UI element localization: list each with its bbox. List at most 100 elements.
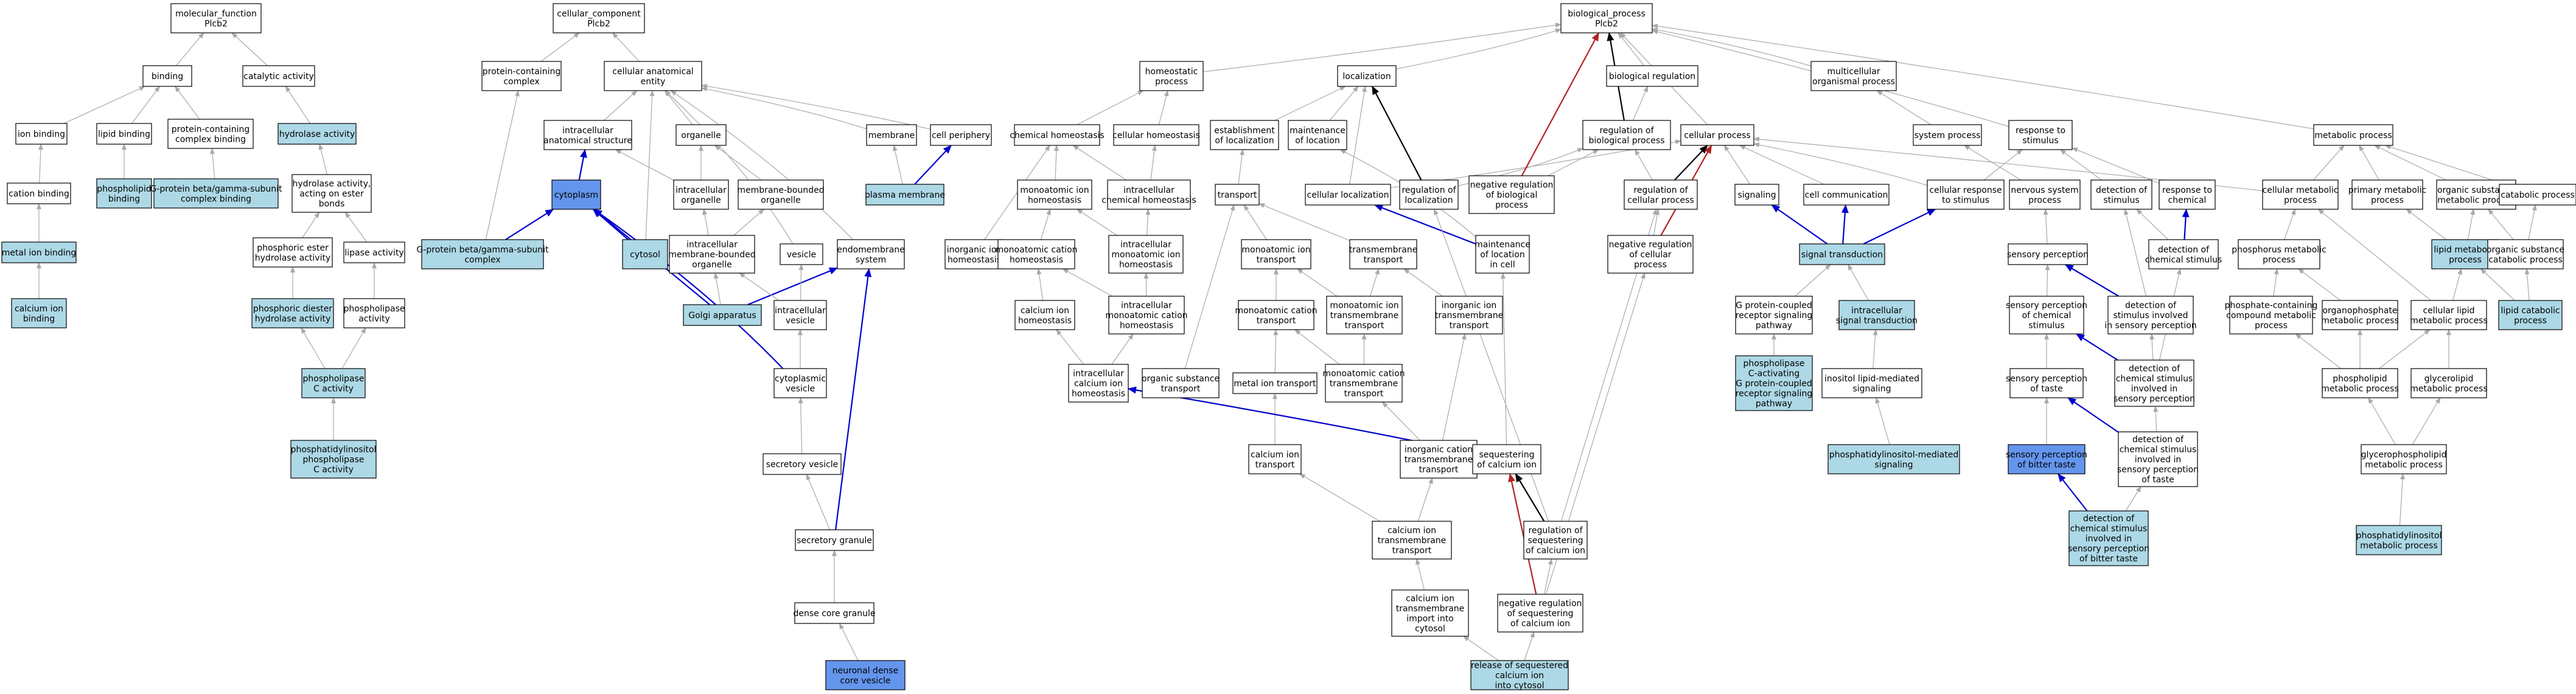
node-cellcomm[interactable]: cell communication [1803,184,1890,206]
node-chemhomeo[interactable]: chemical homeostasis [1010,124,1105,146]
node-lipase[interactable]: lipase activity [343,241,405,263]
node-cellloc[interactable]: cellular localization [1305,184,1391,206]
node-cytoplasm[interactable]: cytoplasm [551,179,601,210]
node-metalbind[interactable]: metal ion binding [1,241,77,263]
node-dcg[interactable]: dense core granule [794,602,876,624]
node-secgranule[interactable]: secretory granule [795,529,874,551]
node-sysproc[interactable]: system process [1913,124,1982,146]
node-cellhomeo[interactable]: cellular homeostasis [1112,124,1200,146]
node-cytosol[interactable]: cytosol [622,239,668,269]
node-transport[interactable]: transport [1215,184,1260,206]
node-periphery[interactable]: cell periphery [930,124,992,146]
node-binding[interactable]: binding [142,65,192,87]
node-sigtrans[interactable]: signal transduction [1799,243,1885,265]
node-catab[interactable]: catabolic process [2499,184,2576,206]
node-secvesicle[interactable]: secretory vesicle [763,453,842,475]
node-membrane[interactable]: membrane [866,124,917,146]
node-ionbind[interactable]: ion binding [15,123,68,145]
node-sensperc[interactable]: sensory perception [2007,243,2089,265]
node-hydrolase[interactable]: hydrolase activity [277,123,357,145]
node-catalytic[interactable]: catalytic activity [242,65,315,87]
node-cellproc[interactable]: cellular process [1680,124,1754,146]
node-signaling[interactable]: signaling [1734,184,1779,206]
node-bioreg[interactable]: biological regulation [1606,65,1698,87]
node-organelle[interactable]: organelle [675,124,727,146]
node-metaliontrans[interactable]: metal ion transport [1232,372,1318,394]
node-lipidbind[interactable]: lipid binding [96,123,152,145]
node-metab[interactable]: metabolic process [2313,124,2393,146]
node-cationbind[interactable]: cation binding [7,182,71,204]
